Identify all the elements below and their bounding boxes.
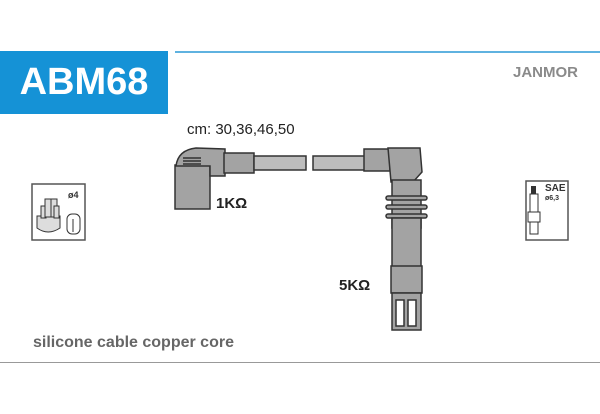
cable-lengths: cm: 30,36,46,50 — [187, 121, 295, 138]
spark-plug-diameter: ø6,3 — [545, 195, 560, 202]
product-code: ABM68 — [0, 51, 168, 114]
spark-plug-icon — [525, 180, 569, 241]
distributor-diameter: ø4 — [68, 190, 79, 200]
left-boot — [174, 147, 255, 210]
distributor-cap-icon — [31, 183, 86, 241]
resistor-right-label: 5KΩ — [339, 277, 371, 294]
footer-divider — [0, 362, 600, 363]
brand-name: JANMOR — [513, 64, 579, 81]
cable-description: silicone cable copper core — [33, 334, 234, 351]
cable — [253, 155, 366, 171]
resistor-left-label: 1KΩ — [216, 195, 248, 212]
right-boot — [363, 147, 428, 331]
spark-plug-standard: SAE — [545, 183, 566, 194]
header-divider — [175, 51, 600, 53]
